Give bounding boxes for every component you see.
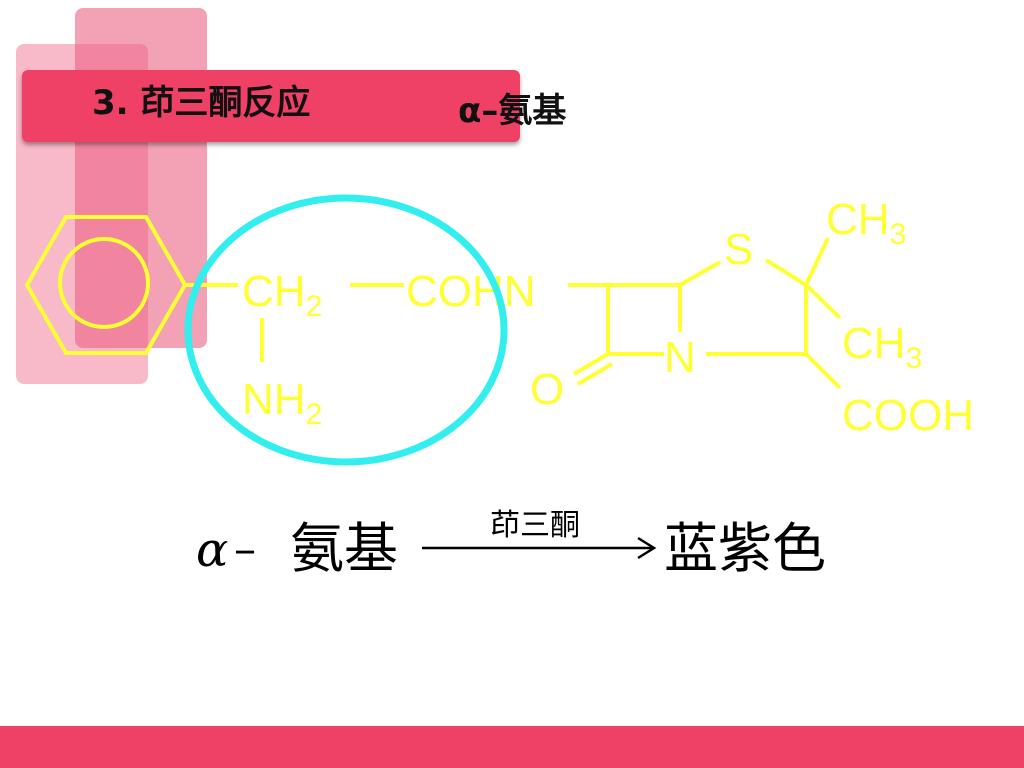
reaction-arrow-icon — [422, 536, 657, 560]
nh2-group: NH2 — [242, 375, 322, 431]
benzene-aromatic-circle — [58, 237, 150, 329]
slide-title: 3. 茚三酮反应 — [92, 83, 311, 123]
equation-minus: – — [234, 524, 256, 575]
cohn-group: COHN — [406, 267, 536, 316]
title-alpha-amino: α–氨基 — [458, 91, 567, 131]
benzene-ring — [24, 215, 188, 355]
ring-nitrogen: N — [664, 333, 696, 382]
ch3-mid-group: CH3 — [842, 319, 922, 375]
bond-c-cooh — [804, 352, 842, 390]
title-banner — [22, 70, 520, 142]
sulfur-atom: S — [724, 225, 753, 274]
equation-reactant: 氨基 — [290, 517, 398, 580]
carbonyl-bond-1 — [572, 352, 610, 376]
equation-reagent: 茚三酮 — [490, 508, 580, 543]
bond-c-s — [679, 260, 721, 287]
equation-alpha: α — [196, 522, 229, 578]
carbonyl-oxygen: O — [530, 365, 564, 414]
bond-s-c — [764, 258, 808, 287]
footer-bar — [0, 726, 1024, 768]
decorative-bar-back — [75, 8, 207, 348]
ch2-group: CH2 — [242, 267, 322, 323]
cooh-group: COOH — [842, 391, 974, 440]
carbonyl-bond-2 — [576, 362, 614, 386]
bond-c-ch3-mid — [804, 283, 842, 320]
ch3-top-group: CH3 — [826, 195, 906, 251]
alpha-amino-highlight — [184, 194, 508, 466]
bond-c-ch3-top — [804, 237, 830, 286]
equation-product: 蓝紫色 — [664, 517, 826, 580]
